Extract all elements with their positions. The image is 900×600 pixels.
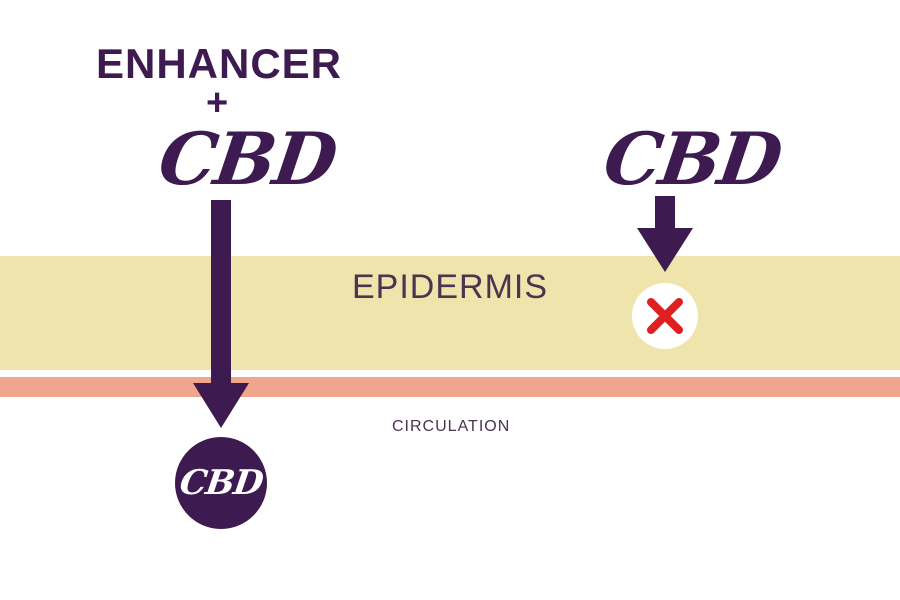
- penetration-arrow: [193, 200, 249, 428]
- red-x-icon: [647, 298, 683, 334]
- epidermis-layer: [0, 256, 900, 370]
- plus-label: +: [206, 82, 229, 124]
- cbd-circle-label: CBD: [177, 463, 265, 503]
- epidermis-label: EPIDERMIS: [352, 268, 549, 306]
- blocked-arrow: [637, 196, 693, 272]
- circulation-label: CIRCULATION: [392, 418, 511, 435]
- blocked-badge: [632, 283, 698, 349]
- cbd-circulation-badge: CBD: [175, 437, 267, 529]
- enhancer-label: ENHANCER: [96, 40, 343, 87]
